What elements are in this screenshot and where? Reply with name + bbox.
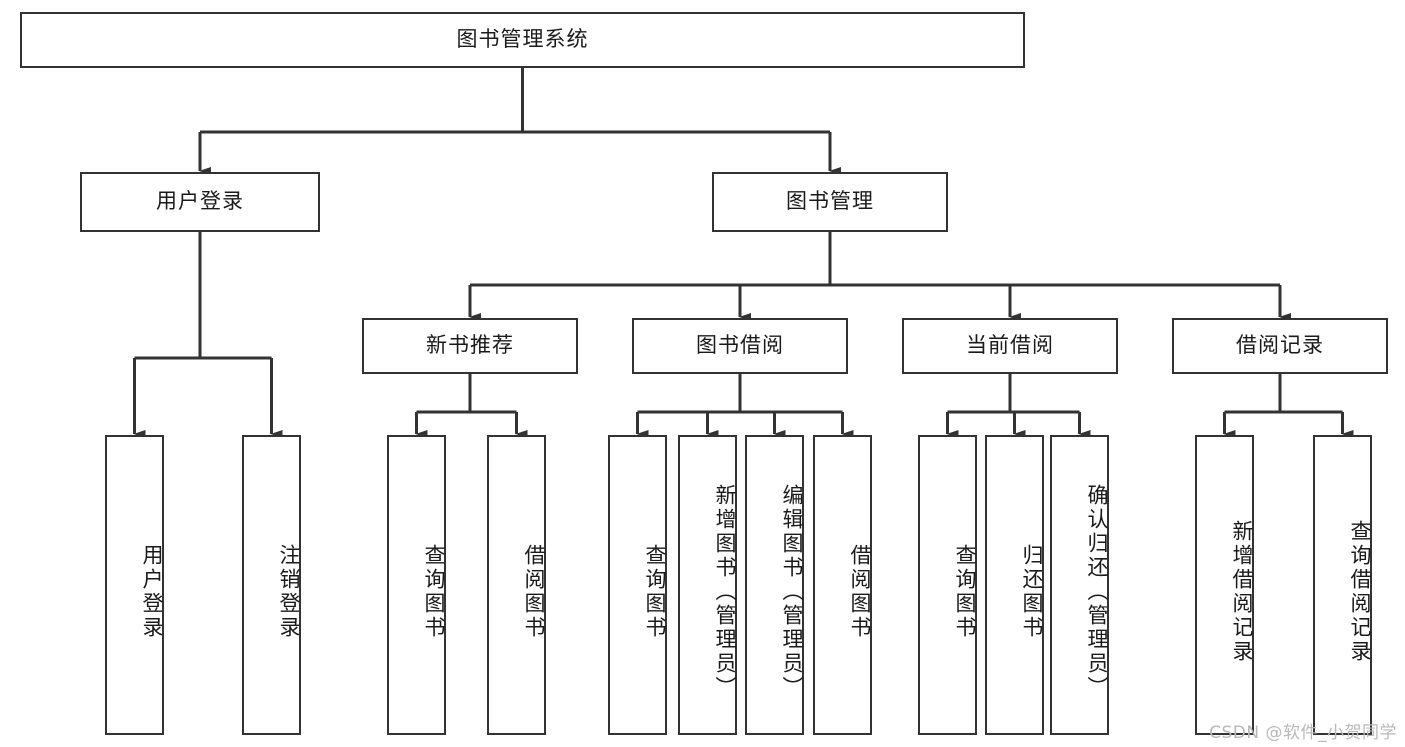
node-leaf-add-borrow-record[interactable]: 新增借阅记录 (1195, 435, 1254, 735)
node-user-login[interactable]: 用户登录 (80, 172, 320, 232)
node-book-management[interactable]: 图书管理 (712, 172, 948, 232)
node-leaf-edit-book[interactable]: 编辑图书（管理员） (745, 435, 804, 735)
node-leaf-borrow-book-2[interactable]: 借阅图书 (813, 435, 872, 735)
node-label: 用户登录 (156, 189, 244, 214)
node-label: 借阅图书 (522, 544, 546, 640)
node-label: 查询图书 (643, 544, 667, 640)
csdn-watermark: CSDN @软件_小贺同学 (1209, 723, 1397, 743)
node-book-borrow[interactable]: 图书借阅 (632, 318, 848, 374)
node-label: 借阅记录 (1236, 333, 1324, 358)
node-label: 新书推荐 (426, 333, 514, 358)
node-leaf-add-book[interactable]: 新增图书（管理员） (678, 435, 737, 735)
node-leaf-return-book[interactable]: 归还图书 (985, 435, 1044, 735)
node-borrow-record[interactable]: 借阅记录 (1172, 318, 1388, 374)
node-label: 查询图书 (422, 544, 446, 640)
node-label: 查询图书 (953, 544, 977, 640)
node-new-book-recommend[interactable]: 新书推荐 (362, 318, 578, 374)
node-leaf-logout-login[interactable]: 注销登录 (242, 435, 301, 735)
node-label: 编辑图书（管理员） (780, 484, 804, 700)
node-label: 查询借阅记录 (1348, 520, 1372, 664)
node-current-borrow[interactable]: 当前借阅 (902, 318, 1118, 374)
node-label: 图书管理系统 (456, 27, 589, 52)
node-label: 图书管理 (786, 189, 874, 214)
node-root[interactable]: 图书管理系统 (20, 12, 1025, 68)
node-leaf-confirm-return[interactable]: 确认归还（管理员） (1050, 435, 1109, 735)
node-label: 新增借阅记录 (1230, 520, 1254, 664)
node-label: 图书借阅 (696, 333, 784, 358)
node-leaf-user-login[interactable]: 用户登录 (105, 435, 164, 735)
node-label: 注销登录 (277, 544, 301, 640)
node-label: 确认归还（管理员） (1085, 484, 1109, 700)
node-label: 归还图书 (1020, 544, 1044, 640)
node-label: 当前借阅 (966, 333, 1054, 358)
node-label: 用户登录 (140, 544, 164, 640)
node-leaf-query-book-2[interactable]: 查询图书 (608, 435, 667, 735)
node-label: 新增图书（管理员） (713, 484, 737, 700)
node-leaf-query-book-1[interactable]: 查询图书 (387, 435, 446, 735)
node-label: 借阅图书 (848, 544, 872, 640)
node-leaf-borrow-book-1[interactable]: 借阅图书 (487, 435, 546, 735)
node-leaf-query-borrow-record[interactable]: 查询借阅记录 (1313, 435, 1372, 735)
node-leaf-query-book-3[interactable]: 查询图书 (918, 435, 977, 735)
